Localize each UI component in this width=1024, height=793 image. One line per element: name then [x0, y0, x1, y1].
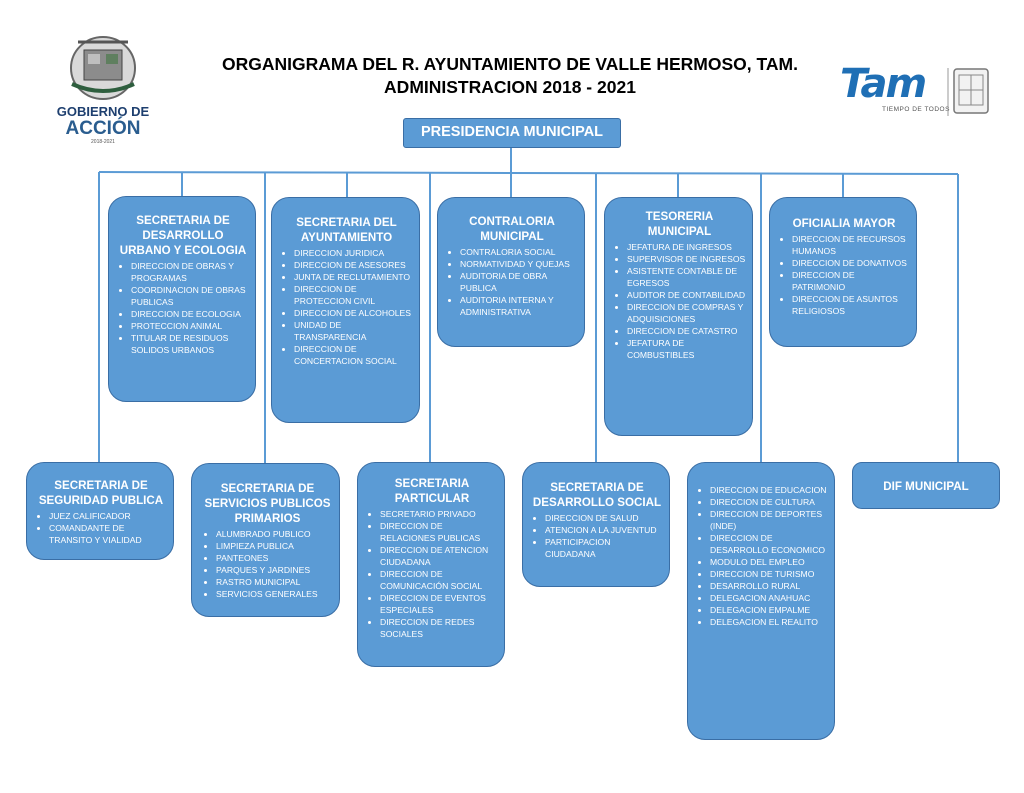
list-item: DIRECCION DE COMUNICACIÓN SOCIAL: [380, 568, 498, 592]
list-item: DIRECCION DE DESARROLLO ECONOMICO: [710, 532, 828, 556]
org-box-title: SECRETARIA DE DESARROLLO SOCIAL: [532, 481, 662, 509]
tam-brand-text: Tam: [840, 61, 927, 107]
org-box-title: SECRETARIA DE DESARROLLO URBANO Y ECOLOG…: [119, 214, 247, 257]
list-item: PROTECCION ANIMAL: [131, 320, 249, 332]
list-item: DELEGACION EMPALME: [710, 604, 828, 616]
list-item: DIRECCION DE ATENCION CIUDADANA: [380, 544, 498, 568]
list-item: NORMATIVIDAD Y QUEJAS: [460, 258, 578, 270]
org-box-desarrollo-social: SECRETARIA DE DESARROLLO SOCIAL DIRECCIO…: [522, 462, 670, 587]
org-box-title: SECRETARIA DEL AYUNTAMIENTO: [296, 216, 397, 244]
logo-line1: GOBIERNO DE: [56, 104, 150, 119]
org-box-list: DIRECCION DE OBRAS Y PROGRAMAS COORDINAC…: [117, 260, 249, 356]
list-item: MODULO DEL EMPLEO: [710, 556, 828, 568]
list-item: DIRECCION DE ALCOHOLES: [294, 307, 413, 319]
org-box-list: CONTRALORIA SOCIAL NORMATIVIDAD Y QUEJAS…: [446, 246, 578, 318]
list-item: PARQUES Y JARDINES: [216, 564, 333, 576]
list-item: JEFATURA DE INGRESOS: [627, 241, 746, 253]
list-item: DIRECCION DE PROTECCION CIVIL: [294, 283, 413, 307]
list-item: JEFATURA DE COMBUSTIBLES: [627, 337, 746, 361]
list-item: DIRECCION DE CATASTRO: [627, 325, 746, 337]
org-box-list: DIRECCION JURIDICA DIRECCION DE ASESORES…: [280, 247, 413, 367]
org-box-list: JEFATURA DE INGRESOS SUPERVISOR DE INGRE…: [613, 241, 746, 361]
state-seal-icon: [947, 68, 989, 116]
list-item: ASISTENTE CONTABLE DE EGRESOS: [627, 265, 746, 289]
org-box-title: TESORERIA MUNICIPAL: [645, 210, 714, 238]
list-item: DIRECCION DE ASESORES: [294, 259, 413, 271]
list-item: DIRECCION DE REDES SOCIALES: [380, 616, 498, 640]
list-item: DIRECCION DE ECOLOGIA: [131, 308, 249, 320]
list-item: DIRECCION DE DONATIVOS: [792, 257, 910, 269]
list-item: DELEGACION ANAHUAC: [710, 592, 828, 604]
org-box-list: SECRETARIO PRIVADO DIRECCION DE RELACION…: [366, 508, 498, 640]
list-item: ALUMBRADO PUBLICO: [216, 528, 333, 540]
list-item: DIRECCION DE CULTURA: [710, 496, 828, 508]
list-item: CONTRALORIA SOCIAL: [460, 246, 578, 258]
org-box-list: ALUMBRADO PUBLICO LIMPIEZA PUBLICA PANTE…: [202, 528, 333, 600]
list-item: DIRECCION DE EVENTOS ESPECIALES: [380, 592, 498, 616]
list-item: DIRECCION JURIDICA: [294, 247, 413, 259]
tam-logo: Tam TIEMPO DE TODOS: [840, 62, 1000, 124]
list-item: DIRECCION DE COMPRAS Y ADQUISICIONES: [627, 301, 746, 325]
org-box-dif: DIF MUNICIPAL: [852, 462, 1000, 509]
chart-title-line2: ADMINISTRACION 2018 - 2021: [384, 77, 636, 97]
list-item: DIRECCION DE ASUNTOS RELIGIOSOS: [792, 293, 910, 317]
org-box-title: SECRETARIA DE SEGURIDAD PUBLICA: [38, 479, 164, 507]
list-item: RASTRO MUNICIPAL: [216, 576, 333, 588]
list-item: DIRECCION DE OBRAS Y PROGRAMAS: [131, 260, 249, 284]
list-item: AUDITORIA DE OBRA PUBLICA: [460, 270, 578, 294]
presidencia-municipal-box: PRESIDENCIA MUNICIPAL: [403, 118, 621, 148]
list-item: AUDITOR DE CONTABILIDAD: [627, 289, 746, 301]
logo-years: 2018-2021: [91, 139, 115, 145]
list-item: DELEGACION EL REALITO: [710, 616, 828, 628]
list-item: ATENCION A LA JUVENTUD: [545, 524, 663, 536]
list-item: UNIDAD DE TRANSPARENCIA: [294, 319, 413, 343]
list-item: DIRECCION DE RECURSOS HUMANOS: [792, 233, 910, 257]
list-item: DIRECCION DE TURISMO: [710, 568, 828, 580]
org-box-title: CONTRALORIA MUNICIPAL: [469, 215, 555, 243]
org-box-title: SECRETARIA DE SERVICIOS PUBLICOS PRIMARI…: [204, 482, 331, 525]
list-item: PANTEONES: [216, 552, 333, 564]
list-item: PARTICIPACION CIUDADANA: [545, 536, 663, 560]
list-item: SUPERVISOR DE INGRESOS: [627, 253, 746, 265]
list-item: DIRECCION DE PATRIMONIO: [792, 269, 910, 293]
list-item: DIRECCION DE DEPORTES (INDE): [710, 508, 828, 532]
org-box-particular: SECRETARIA PARTICULAR SECRETARIO PRIVADO…: [357, 462, 505, 667]
list-item: JUNTA DE RECLUTAMIENTO: [294, 271, 413, 283]
gobierno-de-accion-logo: GOBIERNO DE ACCIÓN 2018-2021: [48, 32, 158, 145]
org-box-list: DIRECCION DE RECURSOS HUMANOS DIRECCION …: [778, 233, 910, 317]
org-box-oficialia: OFICIALIA MAYOR DIRECCION DE RECURSOS HU…: [769, 197, 917, 347]
org-box-list: DIRECCION DE SALUD ATENCION A LA JUVENTU…: [531, 512, 663, 560]
list-item: TITULAR DE RESIDUOS SOLIDOS URBANOS: [131, 332, 249, 356]
org-box-seguridad: SECRETARIA DE SEGURIDAD PUBLICA JUEZ CAL…: [26, 462, 174, 560]
org-box-title: DIF MUNICIPAL: [883, 480, 969, 493]
list-item: LIMPIEZA PUBLICA: [216, 540, 333, 552]
list-item: SERVICIOS GENERALES: [216, 588, 333, 600]
org-box-ayuntamiento: SECRETARIA DEL AYUNTAMIENTO DIRECCION JU…: [271, 197, 420, 423]
org-box-list: DIRECCION DE EDUCACION DIRECCION DE CULT…: [696, 484, 828, 628]
org-box-desarrollo-direcciones: DIRECCION DE EDUCACION DIRECCION DE CULT…: [687, 462, 835, 740]
list-item: DIRECCION DE SALUD: [545, 512, 663, 524]
list-item: COMANDANTE DE TRANSITO Y VIALIDAD: [49, 522, 167, 546]
list-item: AUDITORIA INTERNA Y ADMINISTRATIVA: [460, 294, 578, 318]
list-item: SECRETARIO PRIVADO: [380, 508, 498, 520]
list-item: COORDINACION DE OBRAS PUBLICAS: [131, 284, 249, 308]
org-box-list: JUEZ CALIFICADOR COMANDANTE DE TRANSITO …: [35, 510, 167, 546]
city-seal-icon: [70, 36, 136, 100]
org-box-desarrollo-urbano: SECRETARIA DE DESARROLLO URBANO Y ECOLOG…: [108, 196, 256, 402]
org-box-title: SECRETARIA PARTICULAR: [394, 477, 470, 505]
list-item: DIRECCION DE EDUCACION: [710, 484, 828, 496]
org-box-title: OFICIALIA MAYOR: [792, 217, 896, 230]
chart-title-line1: ORGANIGRAMA DEL R. AYUNTAMIENTO DE VALLE…: [222, 54, 798, 74]
logo-line2: ACCIÓN: [65, 118, 141, 139]
list-item: JUEZ CALIFICADOR: [49, 510, 167, 522]
list-item: DESARROLLO RURAL: [710, 580, 828, 592]
list-item: DIRECCION DE RELACIONES PUBLICAS: [380, 520, 498, 544]
org-box-contraloria: CONTRALORIA MUNICIPAL CONTRALORIA SOCIAL…: [437, 197, 585, 347]
org-box-servicios-publicos: SECRETARIA DE SERVICIOS PUBLICOS PRIMARI…: [191, 463, 340, 617]
horizontal-bus: [98, 171, 959, 175]
list-item: DIRECCION DE CONCERTACION SOCIAL: [294, 343, 413, 367]
org-box-tesoreria: TESORERIA MUNICIPAL JEFATURA DE INGRESOS…: [604, 197, 753, 436]
tam-tagline: TIEMPO DE TODOS: [882, 106, 950, 113]
